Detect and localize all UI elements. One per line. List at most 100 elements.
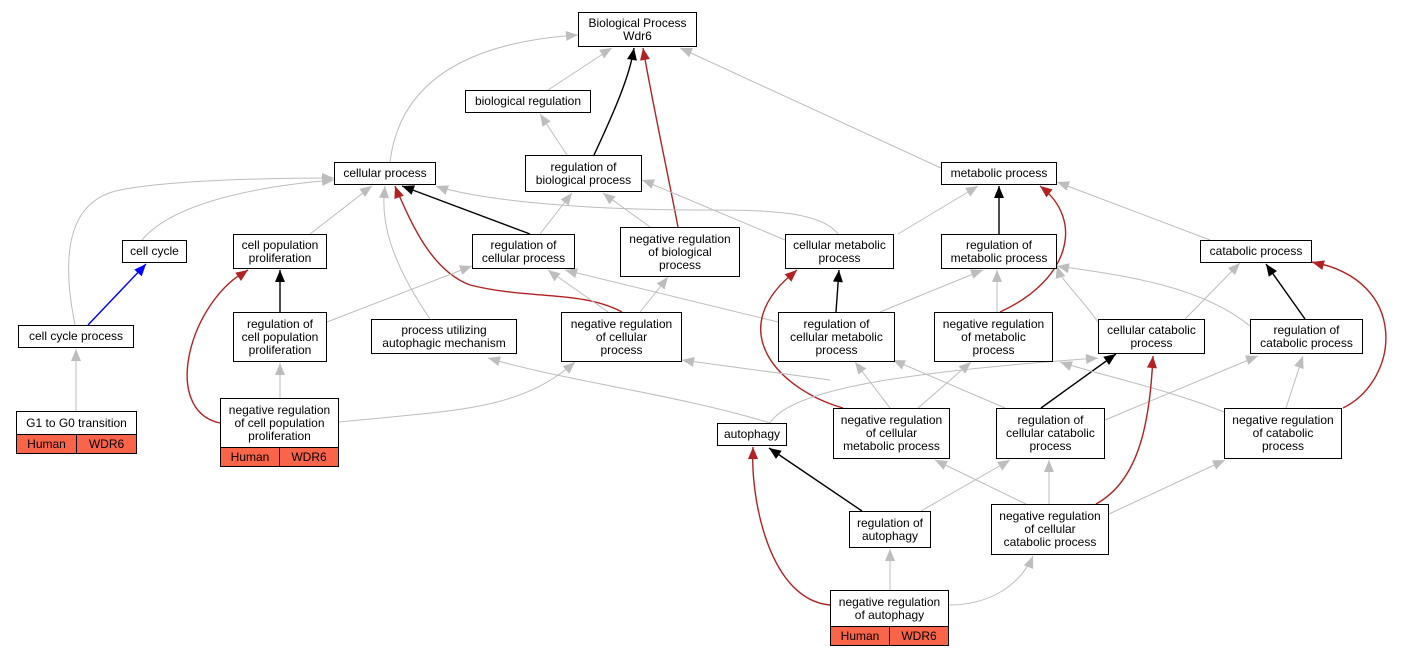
edge-42 (752, 446, 831, 606)
edge-arrowhead-21 (1312, 260, 1325, 270)
edge-10 (383, 185, 431, 320)
edge-4 (679, 47, 942, 169)
edge-arrowhead-29 (656, 277, 668, 290)
edge-arrowhead-46 (893, 360, 906, 370)
edge-arrowhead-36 (1057, 263, 1070, 274)
edge-48 (1104, 355, 1259, 421)
edge-0 (389, 34, 579, 163)
edge-arrowhead-19 (1040, 186, 1053, 198)
edge-6 (309, 185, 373, 235)
edge-15 (641, 179, 786, 241)
annotation-gene: WDR6 (76, 435, 136, 453)
edge-40 (769, 357, 1099, 424)
edge-arrowhead-53 (935, 460, 948, 470)
annotation-species: Human (840, 629, 880, 643)
edge-arrowhead-4 (680, 48, 693, 58)
edge-39 (487, 357, 771, 424)
edge-arrowhead-1 (599, 48, 612, 59)
node-negative-regulation-of-metabolic-process[interactable]: negative regulation of metabolic process (934, 312, 1053, 362)
edge-arrowhead-30 (565, 268, 578, 278)
edge-arrowhead-11 (394, 186, 404, 199)
edge-2 (593, 47, 635, 156)
node-cell-cycle[interactable]: cell cycle (122, 240, 187, 263)
edge-57 (948, 555, 1034, 606)
edge-36 (1056, 265, 1251, 327)
edge-37 (1184, 262, 1241, 320)
edge-arrowhead-2 (627, 48, 637, 61)
edge-19 (999, 185, 1067, 313)
node-regulation-of-cellular-process[interactable]: regulation of cellular process (472, 234, 575, 269)
edge-arrowhead-52 (997, 460, 1010, 471)
edge-arrowhead-45 (682, 357, 695, 367)
node-biological-process-root[interactable]: Biological Process Wdr6 (578, 12, 697, 47)
node-autophagy[interactable]: autophagy (717, 423, 787, 446)
node-regulation-of-metabolic-process[interactable]: regulation of metabolic process (941, 234, 1057, 269)
node-negative-regulation-of-catabolic-process[interactable]: negative regulation of catabolic process (1224, 408, 1342, 459)
node-cell-population-proliferation[interactable]: cell population proliferation (233, 234, 327, 269)
edge-arrowhead-44 (958, 362, 971, 374)
edge-21 (1311, 261, 1387, 409)
edge-41 (768, 447, 863, 512)
edge-30 (564, 269, 779, 323)
node-negative-regulation-of-autophagy[interactable]: negative regulation of autophagy (830, 590, 949, 627)
edge-22 (87, 263, 147, 326)
edge-arrowhead-32 (784, 270, 797, 282)
edge-arrowhead-55 (1212, 460, 1225, 470)
node-cellular-process[interactable]: cellular process (334, 162, 436, 185)
node-regulation-of-autophagy[interactable]: regulation of autophagy (849, 511, 931, 548)
node-cellular-catabolic-process[interactable]: cellular catabolic process (1098, 319, 1205, 354)
edge-arrowhead-54 (1044, 460, 1054, 472)
annotation-row-g1-to-g0: Human WDR6 (16, 435, 137, 454)
edge-9 (401, 185, 531, 235)
edge-arrowhead-51 (1146, 356, 1157, 369)
annotation-species: Human (230, 450, 270, 464)
edge-arrowhead-57 (1023, 556, 1034, 569)
node-cell-cycle-process[interactable]: cell cycle process (18, 325, 134, 348)
edge-arrowhead-3 (640, 48, 650, 61)
edge-arrowhead-10 (379, 186, 389, 199)
edge-arrowhead-0 (565, 30, 578, 41)
node-regulation-of-biological-process[interactable]: regulation of biological process (525, 155, 642, 192)
node-cellular-metabolic-process[interactable]: cellular metabolic process (785, 234, 894, 269)
node-g1-to-g0-transition[interactable]: G1 to G0 transition (16, 411, 137, 435)
edge-arrowhead-56 (885, 549, 895, 561)
edge-1 (547, 47, 613, 91)
edge-arrowhead-42 (748, 447, 758, 459)
edge-arrowhead-34 (992, 270, 1002, 282)
edge-arrowhead-12 (436, 185, 449, 195)
edge-arrowhead-47 (1103, 354, 1116, 365)
node-negative-regulation-of-biological-process[interactable]: negative regulation of biological proces… (620, 227, 740, 277)
node-metabolic-process[interactable]: metabolic process (941, 162, 1057, 185)
node-negative-regulation-of-cell-population-proliferation[interactable]: negative regulation of cell population p… (220, 398, 339, 448)
edge-arrowhead-27 (459, 265, 472, 275)
edge-arrowhead-9 (402, 185, 415, 195)
edge-arrowhead-18 (1057, 181, 1070, 191)
edge-arrowhead-15 (642, 179, 655, 189)
edge-arrowhead-26 (235, 270, 248, 281)
node-regulation-of-catabolic-process[interactable]: regulation of catabolic process (1250, 319, 1363, 354)
edge-arrowhead-48 (1245, 355, 1258, 365)
node-regulation-of-cell-population-proliferation[interactable]: regulation of cell population proliferat… (233, 312, 327, 362)
edge-arrowhead-39 (488, 356, 501, 366)
edge-arrowhead-22 (134, 264, 146, 277)
edge-arrowhead-24 (275, 270, 285, 282)
edge-arrowhead-23 (71, 349, 81, 361)
node-negative-regulation-of-cellular-metabolic-process[interactable]: negative regulation of cellular metaboli… (833, 408, 950, 459)
annotation-gene: WDR6 (889, 627, 948, 645)
node-negative-regulation-of-cellular-catabolic-process[interactable]: negative regulation of cellular cataboli… (991, 504, 1109, 555)
edge-26 (186, 269, 249, 424)
node-regulation-of-cellular-catabolic-process[interactable]: regulation of cellular catabolic process (996, 408, 1105, 459)
edge-arrowhead-6 (359, 186, 372, 197)
annotation-row-neg-reg-cell-pop: Human WDR6 (220, 448, 339, 467)
edge-55 (1108, 459, 1226, 515)
node-catabolic-process[interactable]: catabolic process (1200, 240, 1312, 263)
edge-arrowhead-14 (603, 193, 616, 205)
edge-53 (934, 459, 1027, 505)
edge-7 (141, 179, 335, 241)
node-process-utilizing-autophagic-mechanism[interactable]: process utilizing autophagic mechanism (371, 319, 517, 354)
node-regulation-of-cellular-metabolic-process[interactable]: regulation of cellular metabolic process (778, 312, 895, 362)
node-negative-regulation-of-cellular-process[interactable]: negative regulation of cellular process (561, 312, 682, 362)
node-biological-regulation[interactable]: biological regulation (465, 90, 591, 113)
edge-arrowhead-13 (560, 193, 572, 206)
